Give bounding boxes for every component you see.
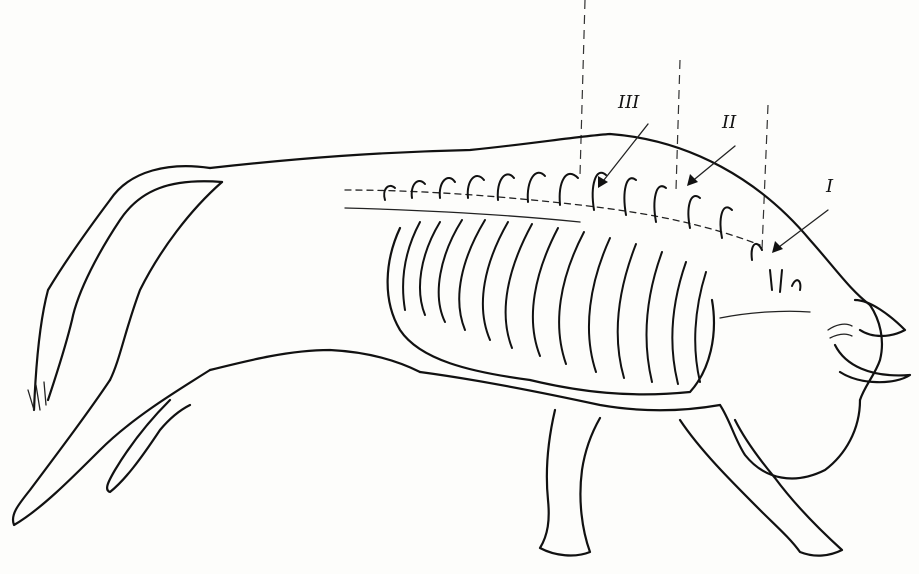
bison-outline <box>13 134 910 556</box>
arrow-I-shaft <box>775 210 828 250</box>
arrow-II-head <box>687 174 698 186</box>
reference-lines <box>580 0 768 250</box>
label-II: II <box>721 112 737 133</box>
rib-13 <box>695 272 706 382</box>
rib-11 <box>647 252 662 382</box>
arrow-II-shaft <box>690 146 735 183</box>
belly-line <box>420 372 720 410</box>
rib-3 <box>439 220 462 322</box>
fore-leg-left <box>540 410 600 555</box>
rib-8 <box>559 232 584 364</box>
rib-6 <box>506 224 532 348</box>
rib-4 <box>459 220 485 330</box>
tail-inner <box>48 181 222 400</box>
dashed-line-II <box>676 60 680 190</box>
arrow-I-head <box>772 241 783 253</box>
dashed-line-I <box>762 105 768 250</box>
belly-rear <box>210 350 420 372</box>
ribcage-outline <box>388 228 714 394</box>
vertebra-5 <box>498 174 514 200</box>
vertebra-3 <box>440 178 455 198</box>
arrows <box>598 124 828 253</box>
vertebra-1 <box>384 186 395 200</box>
hind-leg-front <box>107 400 190 492</box>
head-front <box>860 305 882 400</box>
vertebra-6 <box>528 173 545 202</box>
fore-leg-right <box>680 420 842 556</box>
ribcage <box>345 173 800 395</box>
label-I: I <box>825 176 834 197</box>
forelock-hair <box>828 324 852 338</box>
rib-12 <box>672 262 686 384</box>
neck-line <box>720 311 810 318</box>
tail-outer <box>34 166 210 410</box>
rib-2 <box>420 222 440 315</box>
rib-1 <box>403 222 420 310</box>
vertebra-7 <box>560 174 578 205</box>
vertebra-9 <box>624 178 636 215</box>
label-III: III <box>617 92 640 113</box>
chest-line <box>720 400 860 478</box>
tail-tuft <box>28 382 46 410</box>
dashed-line-III <box>580 0 585 175</box>
rib-7 <box>533 228 558 356</box>
labels: III II I <box>617 92 834 197</box>
rib-9 <box>589 238 610 372</box>
rib-5 <box>483 222 508 340</box>
arrow-III-head <box>598 176 608 188</box>
hind-leg-back <box>13 370 210 525</box>
rib-10 <box>618 244 636 378</box>
vertebra-2 <box>412 181 425 198</box>
